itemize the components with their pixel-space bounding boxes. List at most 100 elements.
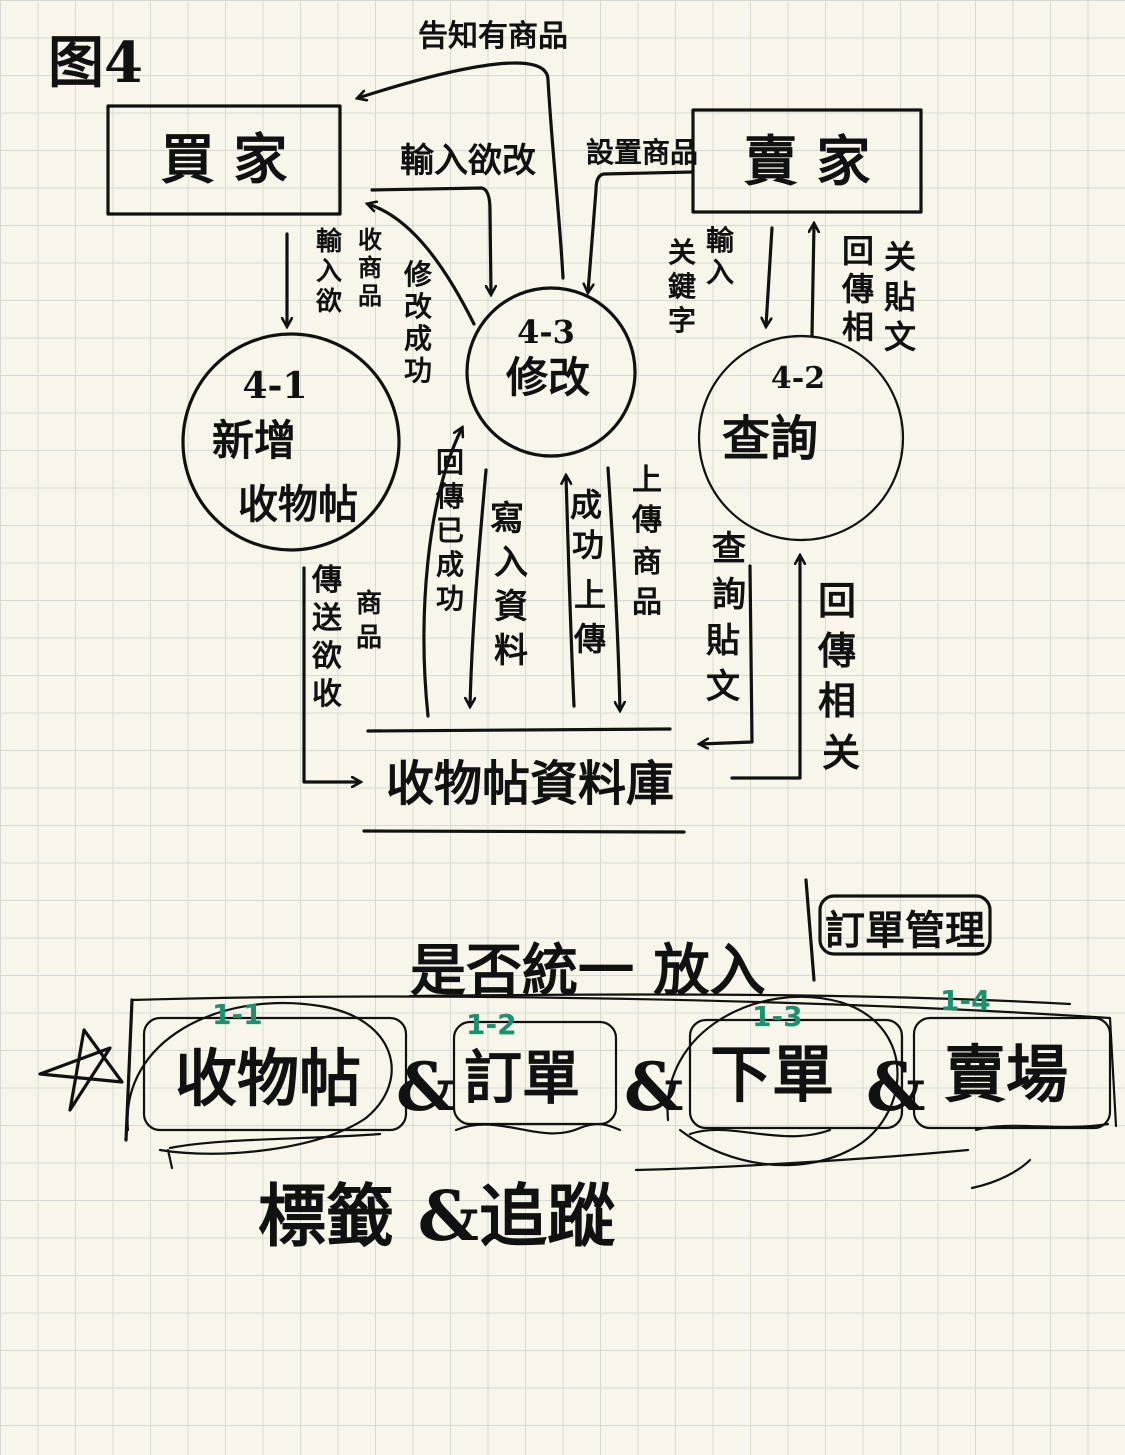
flow-input-want-char-2: 入 — [316, 257, 342, 287]
note-item-2-box — [452, 1020, 618, 1126]
flow-send-want-char-6: 品 — [356, 623, 382, 653]
flow-return-related-char-1: 回 — [818, 578, 856, 623]
flow-return-related-post-char-5: 貼 — [884, 278, 916, 316]
process-4-3-name: 修改 — [506, 353, 590, 402]
flow-write-data-arrow — [470, 468, 488, 706]
flow-return-success-char-5: 功 — [436, 582, 464, 615]
flow-notify-goods-stem — [546, 78, 565, 280]
flow-return-success-char-3: 已 — [436, 514, 464, 547]
note-item-3-box — [688, 1018, 904, 1130]
flow-return-related-char-3: 相 — [818, 678, 856, 723]
flow-return-related-char-4: 关 — [822, 730, 860, 775]
flow-modify-success-char-2: 改 — [404, 290, 432, 323]
process-4-2-circle — [697, 334, 905, 542]
seller-label: 賣 家 — [744, 129, 871, 193]
flow-input-keyword-char-3: 关 — [668, 236, 696, 269]
flow-upload-goods-char-2: 傳 — [631, 503, 662, 538]
process-4-1-id: 4-1 — [242, 365, 307, 407]
flow-input-keyword-char-5: 字 — [668, 304, 696, 337]
flow-send-want-char-2: 送 — [312, 601, 342, 636]
flow-query-posts-char-2: 詢 — [712, 575, 746, 615]
squiggle-1 — [168, 1132, 382, 1150]
flow-upload-success-char-2: 功 — [572, 526, 604, 564]
flow-send-want-arrow — [302, 566, 360, 782]
flow-notify-goods-arrow — [358, 61, 550, 98]
flow-return-related-char-2: 傳 — [817, 628, 856, 673]
note-item-1-box — [142, 1016, 408, 1132]
buyer-label: 買 家 — [161, 127, 288, 191]
process-4-1-name-line1: 新增 — [212, 416, 296, 465]
note-question-underline — [408, 993, 1072, 1006]
flow-modify-success-char-3: 成 — [404, 322, 432, 355]
process-4-2-name: 查詢 — [722, 411, 818, 467]
flow-query-posts-char-1: 查 — [712, 529, 746, 569]
order-management-box — [818, 894, 992, 956]
flow-receive-goods-char-3: 品 — [358, 281, 382, 310]
note-item-4-number: 1-4 — [940, 984, 991, 1017]
datastore-bottom-line — [362, 829, 686, 834]
seller-entity-box — [691, 108, 923, 214]
flow-upload-success-arrow — [566, 476, 576, 708]
datastore-top-line — [366, 727, 672, 733]
flow-return-related-post-char-6: 文 — [884, 318, 916, 356]
flow-upload-goods-char-3: 商 — [632, 545, 662, 580]
flow-upload-goods-char-1: 上 — [632, 463, 662, 498]
flow-return-related-post-arrow — [812, 224, 814, 338]
process-4-1-circle — [181, 332, 401, 552]
note-ampersand-1: & — [396, 1048, 456, 1126]
flow-modify-success-char-1: 修 — [403, 258, 433, 291]
flow-input-keyword-arrow — [766, 226, 774, 326]
flow-input-keyword-char-4: 鍵 — [668, 270, 696, 303]
flow-return-related-post-char-3: 相 — [842, 308, 874, 346]
flow-set-goods-label: 設置商品 — [586, 136, 698, 169]
flow-upload-success-char-3: 上 — [574, 576, 606, 614]
group-bracket-top — [130, 995, 1118, 1128]
note-item-1-number: 1-1 — [212, 998, 263, 1031]
note-item-1-label: 收物帖 — [175, 1042, 361, 1115]
flow-upload-goods-char-4: 品 — [632, 585, 662, 620]
flow-return-related-post-char-4: 关 — [884, 238, 916, 276]
datastore-label: 收物帖資料庫 — [386, 756, 674, 812]
flow-modify-success-arrow — [368, 204, 476, 326]
squiggle-2 — [454, 1122, 622, 1135]
note-question: 是否統一 放入 — [410, 938, 766, 1004]
buyer-entity-box — [106, 104, 342, 216]
flow-set-goods-arrow — [588, 170, 694, 292]
flow-modify-success-char-4: 功 — [404, 354, 432, 387]
note-item-4-label: 賣場 — [944, 1038, 1068, 1111]
flow-input-want-char-1: 輸 — [316, 226, 343, 257]
flow-send-want-char-5: 商 — [356, 588, 382, 619]
flow-input-want-char-3: 欲 — [315, 287, 342, 317]
note-item-2-number: 1-2 — [466, 1008, 517, 1041]
flow-write-data-char-2: 入 — [494, 543, 528, 583]
squiggle-3 — [688, 1128, 832, 1138]
flow-return-related-post-char-2: 傳 — [841, 270, 874, 308]
flow-write-data-char-3: 資 — [494, 587, 528, 627]
flow-query-posts-char-3: 貼 — [706, 621, 740, 661]
note-ampersand-2: & — [624, 1048, 684, 1126]
flow-upload-goods-arrow — [606, 466, 620, 710]
flow-return-related-post-char-1: 回 — [842, 232, 874, 270]
flow-input-keyword-char-1: 輸 — [706, 224, 735, 257]
note-item-1-circle — [126, 1001, 393, 1155]
process-4-1-name-line2: 收物帖 — [238, 481, 358, 528]
squiggle-4 — [634, 1148, 970, 1172]
note-item-4-box — [912, 1016, 1112, 1130]
flow-return-success-char-1: 回 — [436, 446, 464, 479]
item-1-tick — [166, 1148, 174, 1170]
flow-send-want-char-3: 欲 — [311, 639, 342, 674]
note-item-3-label: 下單 — [710, 1038, 834, 1111]
flow-query-posts-char-4: 文 — [706, 667, 740, 707]
note-bracket-stroke — [804, 878, 816, 982]
flow-return-success-char-2: 傳 — [435, 480, 464, 513]
process-4-2-id: 4-2 — [771, 361, 825, 396]
flow-input-modify-arrow — [370, 186, 491, 294]
diagram-title: 图4 — [48, 30, 143, 96]
flow-send-want-char-4: 收 — [312, 677, 342, 712]
flow-receive-goods-char-1: 收 — [358, 225, 382, 254]
flow-write-data-char-4: 料 — [494, 631, 528, 671]
flow-upload-success-char-1: 成 — [570, 486, 602, 524]
squiggle-6 — [970, 1158, 1032, 1190]
